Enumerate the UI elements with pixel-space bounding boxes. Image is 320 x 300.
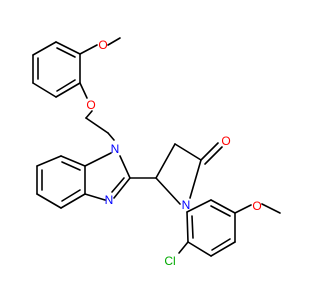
aryl-methoxy-oxygen-label: O: [252, 199, 261, 213]
imidazole-n3-label: N: [105, 193, 114, 207]
structure-diagram: O O N N O N O Cl: [32, 37, 281, 268]
carbonyl-group: [200, 142, 223, 165]
carbonyl-oxygen-label: O: [221, 134, 230, 148]
pyrrolidinone-nitrogen-label: N: [182, 198, 191, 212]
benzimidazole-ring: [36, 152, 131, 209]
imidazole-n1-label: N: [111, 142, 120, 156]
ether-oxygen-label: O: [86, 98, 95, 112]
ethylene-linker: [85, 110, 115, 141]
bond-aryl-chloro: [178, 241, 189, 254]
chlorine-label: Cl: [164, 254, 175, 268]
top-methoxy-group: [79, 37, 121, 55]
methoxy-oxygen-label: O: [98, 38, 107, 52]
methoxyphenyl-ring: [32, 41, 81, 98]
pyrrolidinone-ring: [129, 143, 202, 205]
chloromethoxyphenyl-ring: [186, 199, 236, 257]
bond-aryl-ether: [79, 82, 88, 99]
aryl-methoxy-group: [234, 203, 281, 214]
molecule-svg: O O N N O N O Cl: [32, 37, 281, 268]
